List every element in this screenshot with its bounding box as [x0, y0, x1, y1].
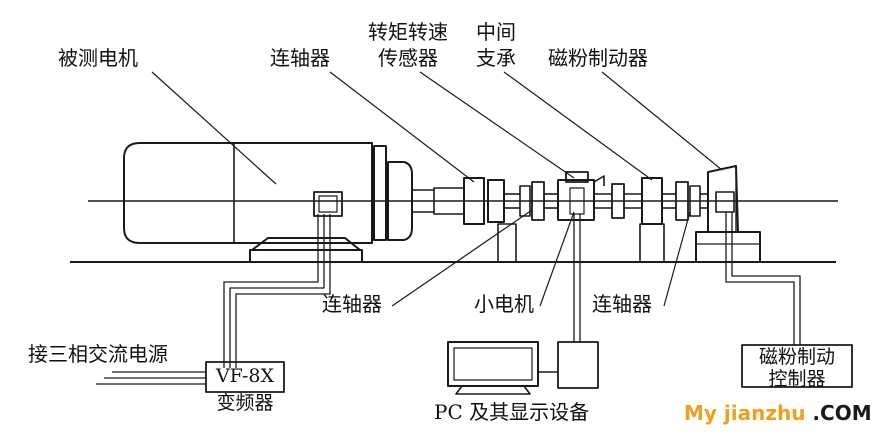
motor-power-wiring — [223, 214, 331, 368]
sensor-signal-wiring — [573, 214, 581, 342]
label-inverter-line2: 变频器 — [216, 392, 274, 414]
label-brake-ctrl-line2: 控制器 — [768, 368, 826, 390]
label-sensor-line2: 传感器 — [378, 46, 438, 70]
middle-support — [639, 177, 676, 263]
label-coupling-bottom-right: 连轴器 — [592, 292, 652, 316]
magnetic-powder-brake — [695, 165, 761, 263]
three-phase-supply-lines — [96, 371, 206, 385]
label-coupling-bottom-left: 连轴器 — [322, 292, 382, 316]
coupling-4 — [675, 181, 708, 221]
coupling-3 — [611, 183, 642, 219]
leader-lines — [151, 71, 723, 307]
label-coupling-top: 连轴器 — [270, 46, 330, 70]
label-middle-line1: 中间 — [476, 20, 516, 44]
label-motor-under-test: 被测电机 — [58, 46, 138, 70]
brake-control-wiring — [725, 212, 801, 345]
coupling-1 — [433, 177, 520, 263]
brake-controller-box — [741, 344, 853, 388]
inverter-box — [205, 361, 285, 393]
label-middle-line2: 支承 — [476, 46, 516, 70]
label-sensor-line1: 转矩转速 — [368, 20, 448, 44]
label-brake: 磁粉制动器 — [548, 46, 648, 70]
watermark-part2: .COM — [805, 401, 872, 425]
label-small-motor: 小电机 — [474, 292, 534, 316]
label-inverter-line1: VF-8X — [215, 365, 275, 387]
label-power-source: 接三相交流电源 — [28, 342, 168, 366]
watermark-part1: My jianzhu — [684, 401, 806, 425]
pc-monitor-icon — [447, 341, 599, 395]
label-brake-ctrl-line1: 磁粉制动 — [758, 346, 835, 368]
torque-speed-sensor — [557, 171, 612, 221]
label-pc: PC 及其显示设备 — [434, 400, 590, 424]
coupling-2 — [519, 181, 558, 221]
watermark: My jianzhu .COM — [684, 401, 872, 425]
motor-under-test — [123, 142, 434, 263]
